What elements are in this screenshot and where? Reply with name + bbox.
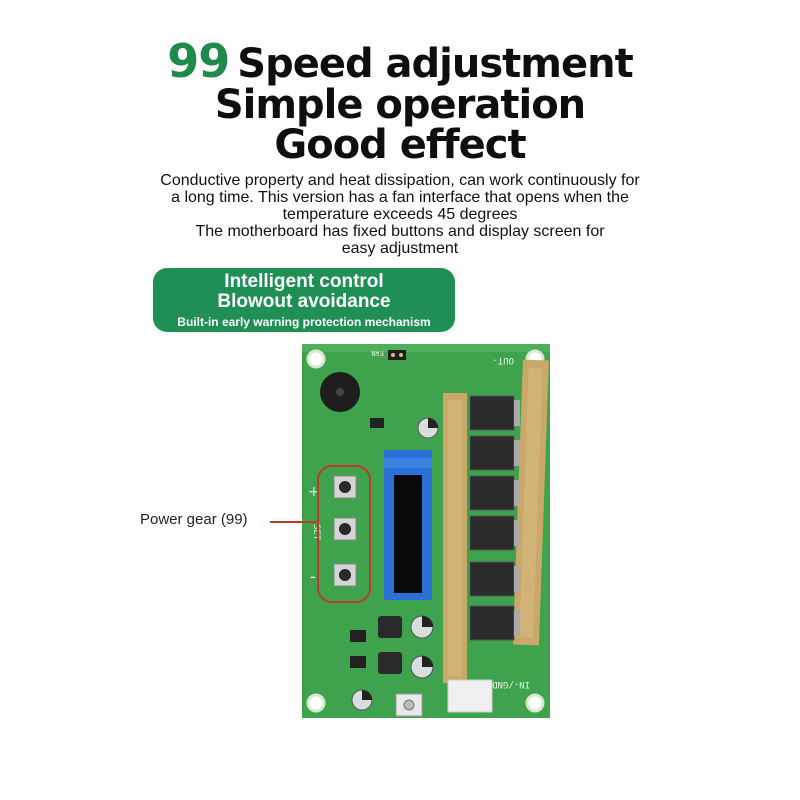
oled-screen xyxy=(394,475,422,593)
in-label: IN-/GND xyxy=(492,679,530,689)
banner-title-1: Intelligent control xyxy=(224,271,384,292)
headline-line-3: Good effect xyxy=(274,122,526,168)
plus-label: + xyxy=(308,484,320,500)
mosfet xyxy=(469,475,515,511)
control-buttons xyxy=(333,475,357,587)
out-label: OUT- xyxy=(492,355,514,365)
mosfet xyxy=(469,435,515,471)
headline-text-1: Speed adjustment xyxy=(237,41,633,87)
mosfet xyxy=(469,395,515,431)
description-line: Conductive property and heat dissipation… xyxy=(160,172,640,189)
banner-subtitle: Built-in early warning protection mechan… xyxy=(177,315,431,329)
mounting-hole xyxy=(306,693,326,713)
mosfet xyxy=(469,561,515,597)
mounting-hole xyxy=(306,349,326,369)
inductor xyxy=(378,652,402,674)
fan-header xyxy=(388,350,406,360)
feature-banner: Intelligent control Blowout avoidance Bu… xyxy=(153,268,455,332)
inductor xyxy=(378,616,402,638)
mounting-hole xyxy=(525,693,545,713)
connector-block xyxy=(447,679,493,713)
callout-label: Power gear (99) xyxy=(140,511,248,528)
banner-title-2: Blowout avoidance xyxy=(217,291,391,312)
mosfet xyxy=(469,605,515,641)
description-line: a long time. This version has a fan inte… xyxy=(171,189,629,206)
set-label: SET xyxy=(311,524,321,541)
callout-line xyxy=(270,521,318,523)
description-line: easy adjustment xyxy=(341,240,459,257)
highlight-outline xyxy=(317,465,371,603)
headline-line-2: Simple operation xyxy=(214,82,586,128)
minus-label: - xyxy=(310,567,316,586)
headline-number: 99 xyxy=(167,34,230,88)
description-line: temperature exceeds 45 degrees xyxy=(282,206,518,223)
mosfet xyxy=(469,515,515,551)
capacitors xyxy=(351,417,439,711)
fan-label: FAN xyxy=(371,349,384,357)
mosfet-array xyxy=(469,395,515,641)
description: Conductive property and heat dissipation… xyxy=(140,172,660,257)
description-line: The motherboard has fixed buttons and di… xyxy=(195,223,605,240)
